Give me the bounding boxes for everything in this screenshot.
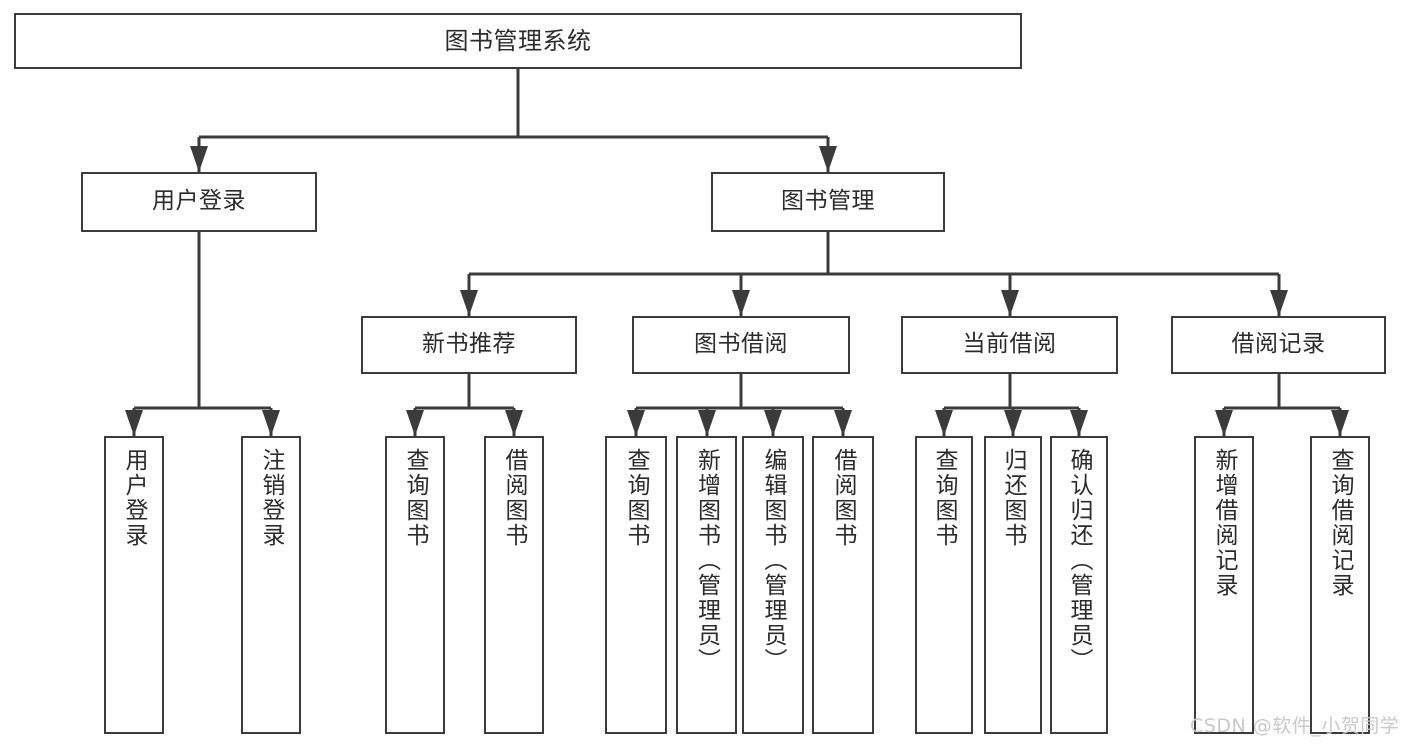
node-leaf-add-borrow-record[interactable]: 新增借阅记录: [1194, 436, 1254, 734]
arrow-head-icon: [764, 410, 782, 436]
node-label: 查询借阅记录: [1327, 448, 1354, 598]
arrow-head-icon: [460, 290, 478, 316]
node-leaf-query-book-current[interactable]: 查询图书: [915, 436, 973, 734]
node-label: 当前借阅: [962, 331, 1057, 358]
node-leaf-query-book-recommend[interactable]: 查询图书: [385, 436, 445, 734]
node-label: 借阅记录: [1231, 331, 1326, 358]
arrow-head-icon: [627, 410, 645, 436]
arrow-head-icon: [505, 410, 523, 436]
watermark: CSDN @软件_小贺同学: [1190, 715, 1400, 737]
arrow-head-icon: [1331, 410, 1349, 436]
arrow-head-icon: [732, 290, 750, 316]
node-leaf-user-logout[interactable]: 注销登录: [241, 436, 301, 734]
node-label: 图书借阅: [694, 331, 788, 358]
arrow-head-icon: [819, 146, 837, 172]
node-leaf-edit-book[interactable]: 编辑图书（管理员）: [742, 436, 804, 734]
node-label: 新增图书（管理员）: [693, 448, 720, 673]
node-label: 借阅图书: [501, 448, 528, 548]
node-leaf-confirm-return[interactable]: 确认归还（管理员）: [1050, 436, 1108, 734]
node-leaf-user-login[interactable]: 用户登录: [104, 436, 164, 734]
node-user-login[interactable]: 用户登录: [81, 172, 317, 232]
node-book-borrow[interactable]: 图书借阅: [632, 316, 850, 374]
node-label: 查询图书: [402, 448, 429, 548]
arrow-head-icon: [1215, 410, 1233, 436]
arrow-head-icon: [406, 410, 424, 436]
node-book-management[interactable]: 图书管理: [711, 172, 945, 232]
node-label: 查询图书: [623, 448, 650, 548]
node-label: 查询图书: [931, 448, 958, 548]
node-label: 新书推荐: [422, 331, 516, 358]
arrow-head-icon: [1004, 410, 1022, 436]
node-label: 新增借阅记录: [1211, 448, 1238, 598]
node-leaf-borrow-book[interactable]: 借阅图书: [812, 436, 874, 734]
arrow-head-icon: [834, 410, 852, 436]
arrow-head-icon: [1001, 290, 1019, 316]
node-label: 用户登录: [152, 188, 246, 215]
node-borrow-record[interactable]: 借阅记录: [1171, 316, 1386, 374]
arrow-head-icon: [190, 146, 208, 172]
arrow-head-icon: [1070, 410, 1088, 436]
node-leaf-borrow-book-recommend[interactable]: 借阅图书: [484, 436, 544, 734]
node-label: 确认归还（管理员）: [1066, 448, 1093, 673]
arrow-head-icon: [698, 410, 716, 436]
node-label: 图书管理系统: [444, 26, 592, 55]
node-leaf-query-book[interactable]: 查询图书: [605, 436, 667, 734]
node-new-book-recommend[interactable]: 新书推荐: [361, 316, 577, 374]
arrow-head-icon: [1270, 290, 1288, 316]
node-leaf-return-book[interactable]: 归还图书: [984, 436, 1042, 734]
arrow-head-icon: [262, 410, 280, 436]
node-leaf-add-book[interactable]: 新增图书（管理员）: [676, 436, 737, 734]
node-label: 用户登录: [121, 448, 148, 548]
arrow-head-icon: [125, 410, 143, 436]
node-leaf-query-borrow-record[interactable]: 查询借阅记录: [1310, 436, 1370, 734]
node-label: 归还图书: [1000, 448, 1027, 548]
node-label: 编辑图书（管理员）: [760, 448, 787, 673]
arrow-head-icon: [935, 410, 953, 436]
node-current-borrow[interactable]: 当前借阅: [901, 316, 1118, 374]
node-label: 借阅图书: [830, 448, 857, 548]
node-label: 注销登录: [258, 448, 285, 548]
node-label: 图书管理: [781, 188, 875, 215]
node-root[interactable]: 图书管理系统: [14, 13, 1022, 69]
